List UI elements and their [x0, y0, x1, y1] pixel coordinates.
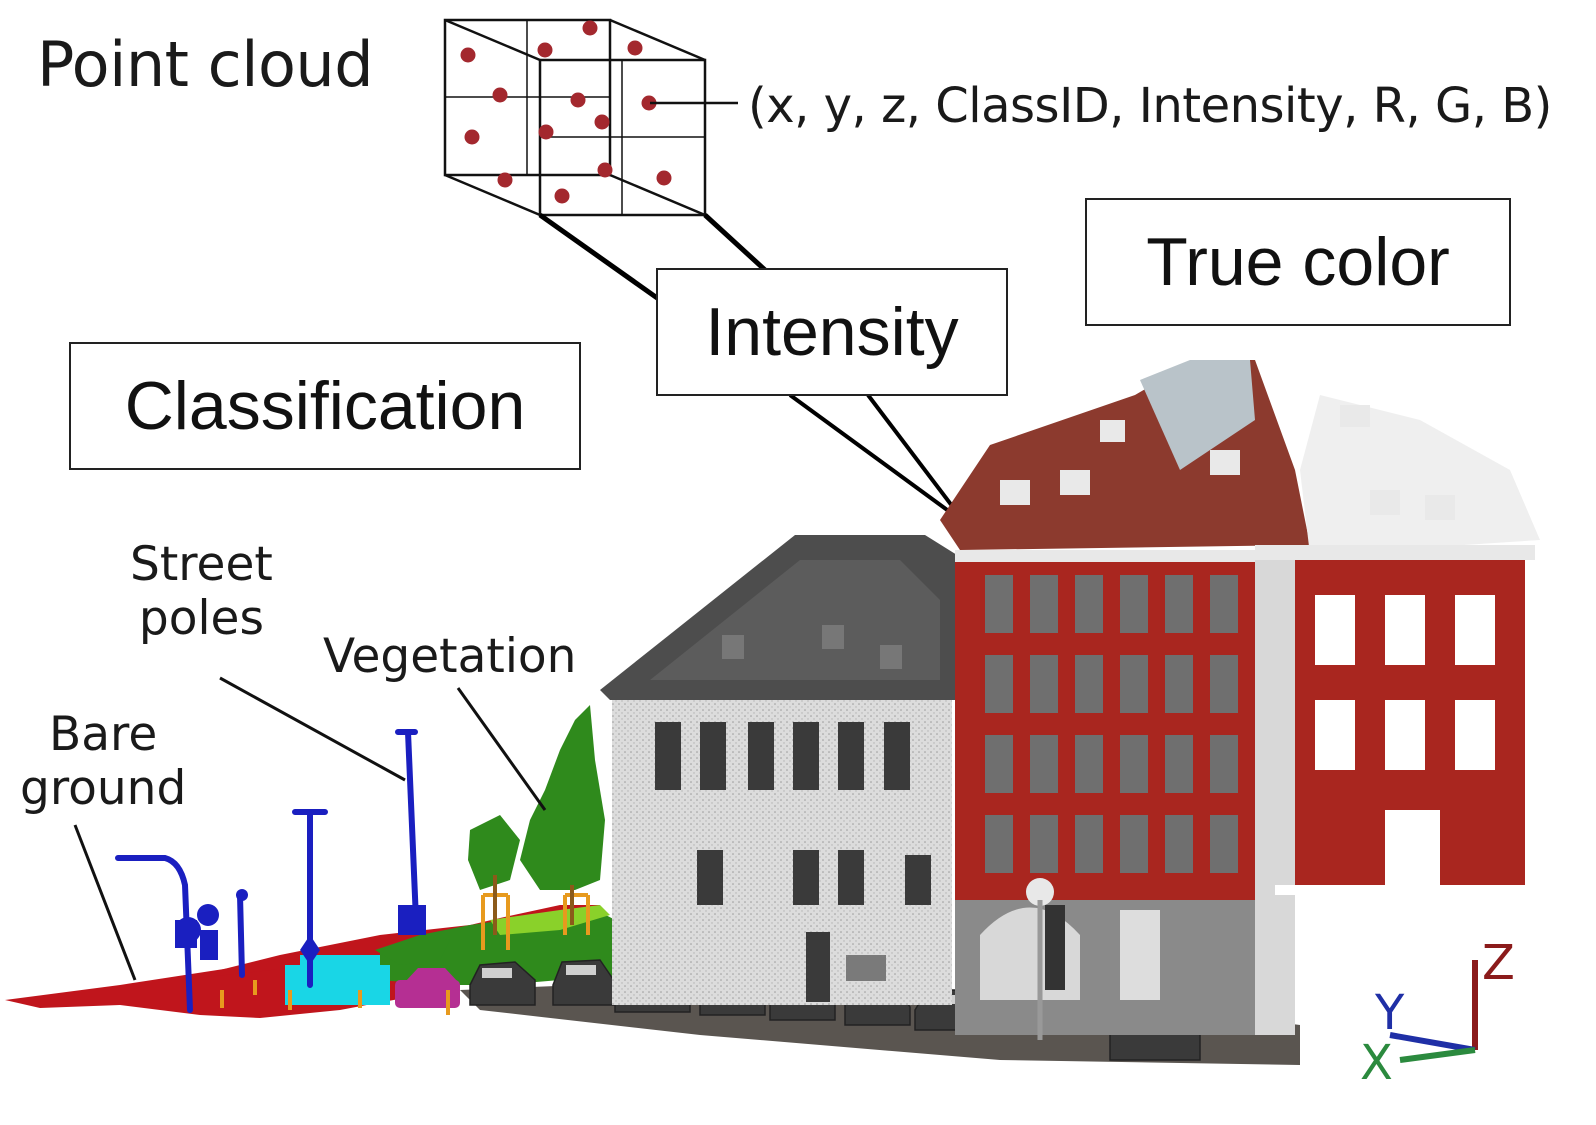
cloud-point: [570, 92, 586, 108]
axis-triad: [1389, 960, 1478, 1063]
cube-points: [460, 20, 672, 204]
street-pole-fixtures: [175, 889, 426, 965]
building-window: [1165, 655, 1193, 713]
building-window: [1030, 815, 1058, 873]
classification-box: Classification: [69, 342, 581, 470]
grass-area-light: [490, 905, 610, 935]
building-window: [1075, 735, 1103, 793]
axis-y-label: Y: [1375, 985, 1405, 1041]
building-window: [1120, 575, 1148, 633]
orange-posts: [220, 893, 590, 1015]
attribute-tuple: (x, y, z, ClassID, Intensity, R, G, B): [748, 78, 1552, 134]
cloud-point: [627, 40, 643, 56]
cloud-point: [538, 124, 554, 140]
true-color-box: True color: [1085, 198, 1511, 326]
cloud-point: [594, 114, 610, 130]
point-cloud-title: Point cloud: [37, 28, 374, 101]
building-window: [1030, 655, 1058, 713]
cloud-point: [537, 42, 553, 58]
building-window: [1165, 815, 1193, 873]
cloud-point: [582, 20, 598, 36]
vegetation-tree: [375, 705, 605, 965]
building-window: [985, 735, 1013, 793]
axis-x-label: X: [1360, 1035, 1393, 1091]
cube-to-intensity-line-left: [538, 212, 662, 303]
intensity-label: Intensity: [705, 294, 959, 370]
true-color-label: True color: [1146, 224, 1450, 300]
axis-z-label: Z: [1482, 935, 1515, 991]
true-color-building: [940, 360, 1540, 1040]
cloud-point: [554, 188, 570, 204]
fence-object: [285, 955, 390, 1005]
building-window: [985, 655, 1013, 713]
cloud-point: [597, 162, 613, 178]
building-window: [1165, 735, 1193, 793]
cloud-point: [641, 95, 657, 111]
building-window: [1210, 655, 1238, 713]
building-window: [1210, 735, 1238, 793]
intensity-box: Intensity: [656, 268, 1008, 396]
street-poles-label: Street poles: [130, 538, 273, 645]
building-window: [985, 815, 1013, 873]
building-window: [1120, 735, 1148, 793]
cloud-point: [464, 129, 480, 145]
cloud-point: [497, 172, 513, 188]
vegetation-label: Vegetation: [323, 629, 577, 684]
building-window: [1075, 815, 1103, 873]
classification-label: Classification: [124, 368, 526, 444]
building-window: [1120, 655, 1148, 713]
bare-ground-label-line1: Bare: [49, 707, 158, 762]
cloud-point: [492, 87, 508, 103]
building-window: [1030, 735, 1058, 793]
building-window: [1075, 655, 1103, 713]
building-window: [1210, 815, 1238, 873]
building-window: [1030, 575, 1058, 633]
building-window: [1165, 575, 1193, 633]
building-window: [1210, 575, 1238, 633]
street-poles-label-line1: Street: [130, 537, 273, 592]
cube-to-intensity-line-right: [703, 213, 767, 272]
intensity-building: [600, 535, 965, 1005]
street-poles-label-line2: poles: [138, 590, 264, 646]
intensity-pointer-line-left: [788, 393, 967, 525]
building-window: [985, 575, 1013, 633]
bare-ground-label-line2: ground: [20, 760, 187, 816]
building-window: [1120, 815, 1148, 873]
bare-ground-label: Bare ground: [20, 708, 186, 815]
cloud-point: [460, 47, 476, 63]
point-cloud-cube: [443, 18, 707, 217]
cloud-point: [656, 170, 672, 186]
vehicle-object: [395, 968, 460, 1008]
building-window: [1075, 575, 1103, 633]
intensity-pointer-line-right: [866, 393, 967, 525]
tree-trunks: [493, 875, 574, 935]
